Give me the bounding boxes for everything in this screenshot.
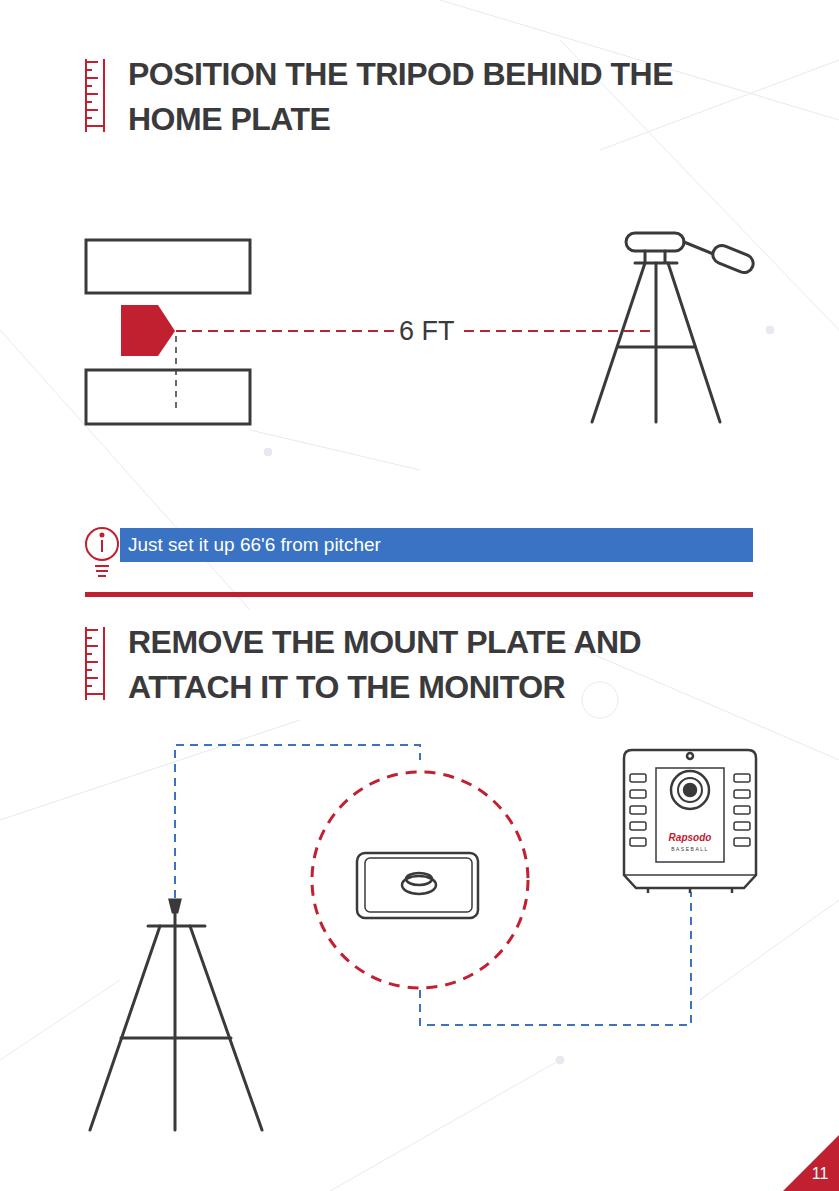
dashed-guide <box>175 336 177 410</box>
page-number-tab: 11 <box>783 1135 839 1191</box>
info-bulb-icon <box>86 528 118 576</box>
brand-name: Rapsodo <box>669 832 712 843</box>
zoom-circle <box>312 772 528 988</box>
rapsodo-monitor <box>624 750 756 893</box>
divider-bar <box>85 592 753 597</box>
batters-box <box>86 240 250 293</box>
home-plate <box>121 305 175 356</box>
ruler-icon <box>86 59 104 132</box>
page-number: 11 <box>812 1164 829 1183</box>
ruler-icon <box>86 627 104 700</box>
tripod <box>90 900 262 1130</box>
mount-plate <box>357 853 478 918</box>
section-heading: REMOVE THE MOUNT PLATE AND ATTACH IT TO … <box>128 620 688 711</box>
batters-box <box>86 370 250 424</box>
brand-subtitle: BASEBALL <box>671 846 709 852</box>
note-band: Just set it up 66'6 from pitcher <box>120 528 753 562</box>
tripod-with-head <box>592 233 756 422</box>
dashed-guide <box>175 745 420 898</box>
section-heading: POSITION THE TRIPOD BEHIND THE HOME PLAT… <box>128 52 688 143</box>
note-text: Just set it up 66'6 from pitcher <box>128 534 381 557</box>
dimension-label: 6 FT <box>396 314 458 348</box>
